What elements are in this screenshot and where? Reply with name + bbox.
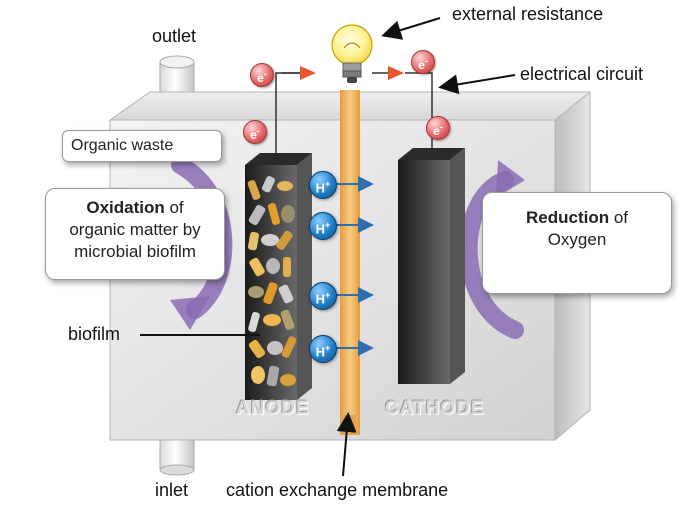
inlet-label: inlet (155, 480, 189, 500)
cathode-label: CATHODE (385, 398, 485, 419)
biofilm-particles (247, 176, 297, 387)
electron-2: e- (411, 50, 435, 74)
oxidation-box: Oxidation of organic matter by microbial… (45, 188, 225, 280)
external-resistance-label: external resistance (452, 4, 604, 24)
biofilm-label: biofilm (68, 324, 121, 344)
electron-4: e- (426, 116, 450, 140)
membrane-pointer (336, 412, 357, 477)
outlet-label: outlet (152, 26, 197, 46)
organic-waste-label: Organic waste (62, 130, 222, 162)
reduction-box: Reduction of Oxygen (482, 192, 672, 294)
electron-3: e- (243, 120, 267, 144)
cathode-electrode (398, 160, 450, 384)
electron-flow-arrow-left (300, 66, 316, 80)
anode-top (245, 153, 312, 165)
external-resistance-pointer (381, 17, 441, 40)
electron-flow-arrow-right (388, 66, 404, 80)
anode-label: ANODE (236, 398, 310, 419)
proton-1: H+ (309, 171, 337, 199)
cation-exchange-membrane (340, 90, 360, 435)
electrical-circuit-label: electrical circuit (520, 64, 644, 84)
reduction-curve-arrow (459, 171, 524, 339)
proton-3: H+ (309, 282, 337, 310)
proton-2: H+ (309, 212, 337, 240)
cathode-top (398, 148, 465, 160)
electron-1: e- (250, 63, 274, 87)
cation-exchange-membrane-label: cation exchange membrane (226, 480, 449, 500)
lightbulb-icon (331, 24, 373, 83)
proton-4: H+ (309, 335, 337, 363)
electrical-circuit-pointer (438, 74, 516, 95)
